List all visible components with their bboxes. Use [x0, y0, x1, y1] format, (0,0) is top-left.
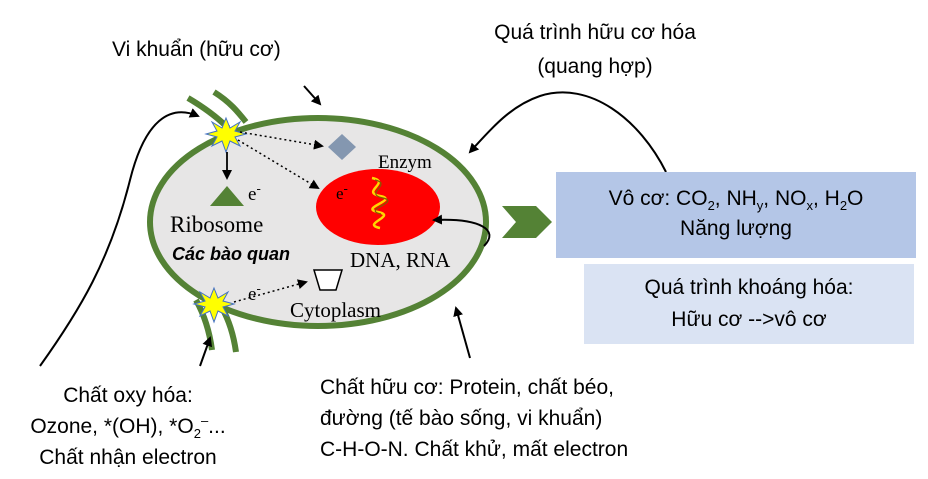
organic-line-1: Chất hữu cơ: Protein, chất béo,: [320, 376, 614, 399]
oxidant-label: Chất oxy hóa: Ozone, *(OH), *O2–... Chất…: [0, 380, 256, 473]
nucleus: [316, 169, 440, 245]
inorganic-energy: Năng lượng: [680, 217, 792, 240]
cell-membrane: [147, 115, 489, 329]
oxidant-line-1: Chất oxy hóa:: [63, 384, 193, 407]
electron-label-cytoplasm: e-: [248, 280, 261, 305]
oxidant-burst-top: [204, 116, 248, 154]
mineralization-box: Quá trình khoáng hóa: Hữu cơ -->vô cơ: [584, 264, 914, 344]
process-organic-line-1: Quá trình hữu cơ hóa: [494, 21, 696, 44]
oxidant-burst-bottom: [192, 286, 236, 324]
dotted-arrow-to-diamond: [239, 131, 324, 150]
bacteria-label: Vi khuẩn (hữu cơ): [112, 38, 281, 61]
arrow-organic-to-membrane: [453, 306, 471, 359]
organic-line-2: đường (tế bào sống, vi khuẩn): [320, 407, 603, 430]
electron-label-nucleus: e-: [336, 180, 348, 203]
ribosome-label: Ribosome: [170, 212, 264, 237]
mineralization-desc: Hữu cơ -->vô cơ: [671, 308, 827, 331]
dna-rna-label: DNA, RNA: [350, 248, 451, 272]
arrow-oxidant-to-pore: [199, 336, 213, 367]
process-organic-line-2: (quang hợp): [537, 55, 653, 78]
ribosome-triangle: [210, 186, 244, 206]
arrow-bacteria-to-pore: [39, 108, 200, 367]
mineralization-title: Quá trình khoáng hóa:: [644, 276, 854, 299]
membrane-pore-top-outer: [186, 95, 231, 131]
output-chevron: [502, 206, 552, 238]
oxidant-line-2: Ozone, *(OH), *O2–...: [30, 413, 226, 442]
dna-strand-shadow: [374, 179, 389, 215]
inorganic-formula: Vô cơ: CO2, NHy, NOx, H2O: [608, 187, 864, 214]
diamond-shape: [328, 134, 356, 160]
cytoplasm-label: Cytoplasm: [290, 298, 382, 322]
electron-label-ribosome: e-: [248, 180, 261, 205]
dotted-arrow-to-nucleus: [237, 139, 320, 190]
organelles-label: Các bào quan: [172, 244, 291, 264]
arrow-bacteria-to-membrane: [303, 85, 322, 106]
oxidant-line-3: Chất nhận electron: [39, 446, 217, 469]
organic-line-3: C-H-O-N. Chất khử, mất electron: [320, 438, 629, 461]
inorganic-box: Vô cơ: CO2, NHy, NOx, H2O Năng lượng: [556, 172, 916, 258]
dna-strand: [371, 176, 387, 230]
process-organic-label: Quá trình hữu cơ hóa (quang hợp): [460, 16, 730, 84]
enzym-label: Enzym: [378, 152, 432, 173]
cytoplasm-trapezoid: [312, 269, 344, 291]
arrow-dna-to-nucleus: [432, 214, 491, 247]
membrane-pore-top-inner: [212, 89, 249, 124]
organic-label: Chất hữu cơ: Protein, chất béo, đường (t…: [320, 372, 628, 465]
arrow-inorganic-to-cell: [468, 91, 667, 173]
